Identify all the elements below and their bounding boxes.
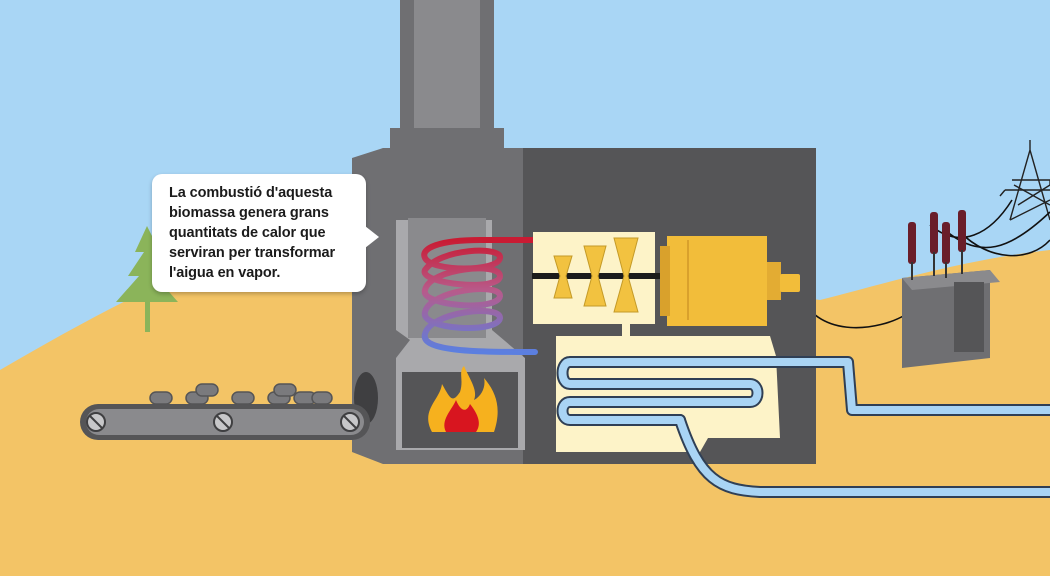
boiler-coil: [421, 237, 538, 355]
turbine-icon: [532, 232, 667, 338]
biomass-logs: [149, 383, 333, 405]
condenser: [556, 336, 780, 452]
callout-text: La combustió d'aquesta biomassa genera g…: [169, 185, 336, 281]
tree-icon: [116, 226, 178, 332]
info-callout: La combustió d'aquesta biomassa genera g…: [152, 174, 379, 292]
power-pylon-icon: [999, 140, 1050, 221]
generator-icon: [660, 236, 800, 326]
water-pipes: [556, 356, 1050, 498]
ground: [0, 229, 360, 576]
chimney: [390, 0, 504, 150]
conveyor-belt: [80, 404, 370, 440]
fire-icon: [428, 366, 498, 432]
transformer-icon: [902, 210, 1000, 368]
